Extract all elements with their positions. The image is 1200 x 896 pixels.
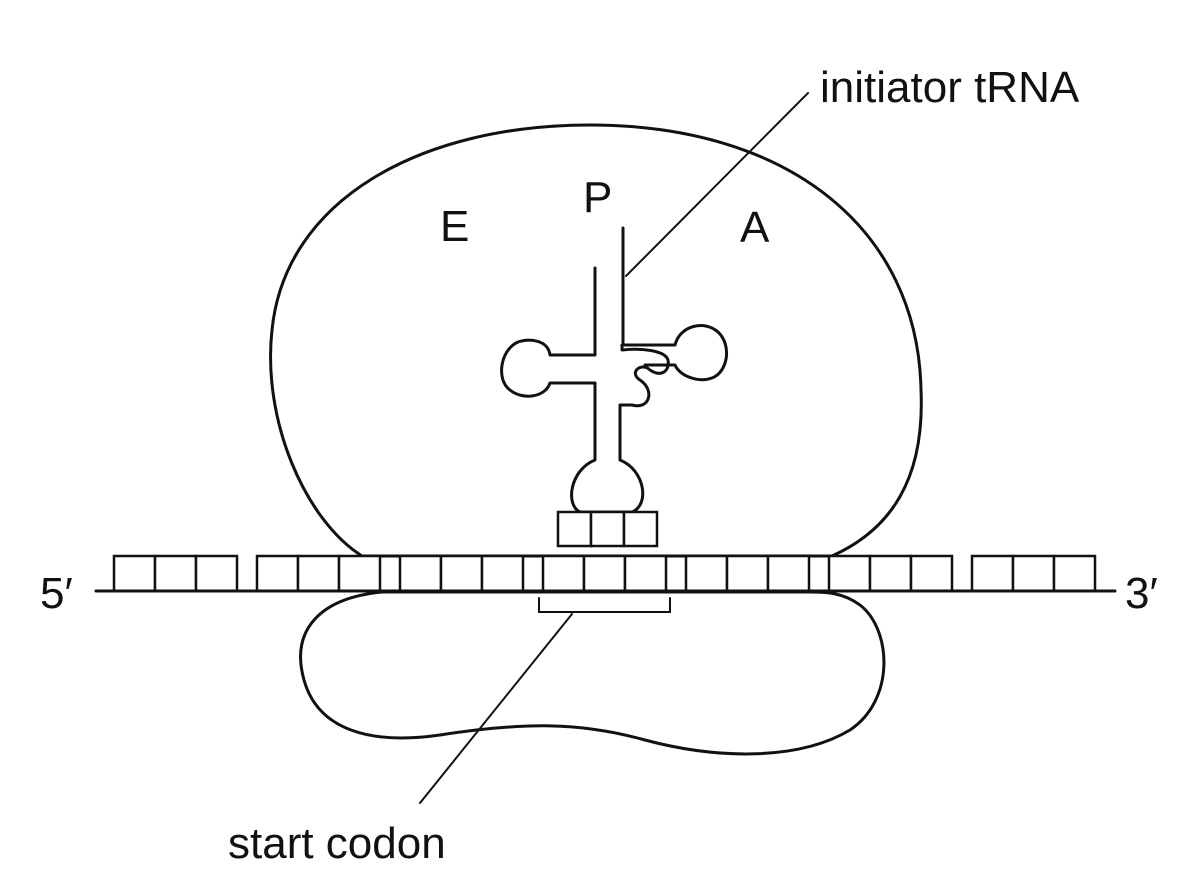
start-codon-leader: [419, 613, 573, 804]
start-codon-base: [541, 554, 586, 593]
initiator-trna-leader: [625, 92, 809, 277]
site-e-label: E: [440, 202, 469, 251]
mrna-base: [153, 554, 198, 593]
trna-anticodon: [556, 510, 659, 548]
mrna-base: [1052, 554, 1097, 593]
mrna-base: [112, 554, 157, 593]
initiator-trna-label: initiator tRNA: [820, 63, 1080, 112]
start-codon-bracket: [538, 597, 671, 613]
five-prime-label: 5′: [40, 569, 73, 618]
site-a-label: A: [740, 203, 770, 252]
anticodon-base: [622, 510, 659, 548]
mrna-base: [296, 554, 341, 593]
mrna-base: [398, 554, 443, 593]
trna-body: [500, 266, 728, 514]
initiator-trna: [500, 226, 728, 514]
mrna-base: [337, 554, 382, 593]
mrna-codons: [112, 554, 1097, 593]
site-p-label: P: [583, 173, 612, 222]
mrna-base: [439, 554, 484, 593]
mrna-base: [909, 554, 954, 593]
start-codon-base: [623, 554, 668, 593]
anticodon-base: [589, 510, 626, 548]
anticodon-base: [556, 510, 593, 548]
start-codon-label: start codon: [228, 819, 446, 868]
small-ribosomal-subunit: [299, 590, 886, 756]
mrna-base: [725, 554, 770, 593]
mrna-base: [827, 554, 872, 593]
three-prime-label: 3′: [1125, 569, 1158, 618]
mrna-base: [970, 554, 1015, 593]
mrna-base: [868, 554, 913, 593]
mrna-base: [255, 554, 300, 593]
mrna-base: [194, 554, 239, 593]
mrna-base: [480, 554, 525, 593]
mrna-base: [684, 554, 729, 593]
mrna-base: [1011, 554, 1056, 593]
start-codon-base: [582, 554, 627, 593]
mrna-base: [766, 554, 811, 593]
